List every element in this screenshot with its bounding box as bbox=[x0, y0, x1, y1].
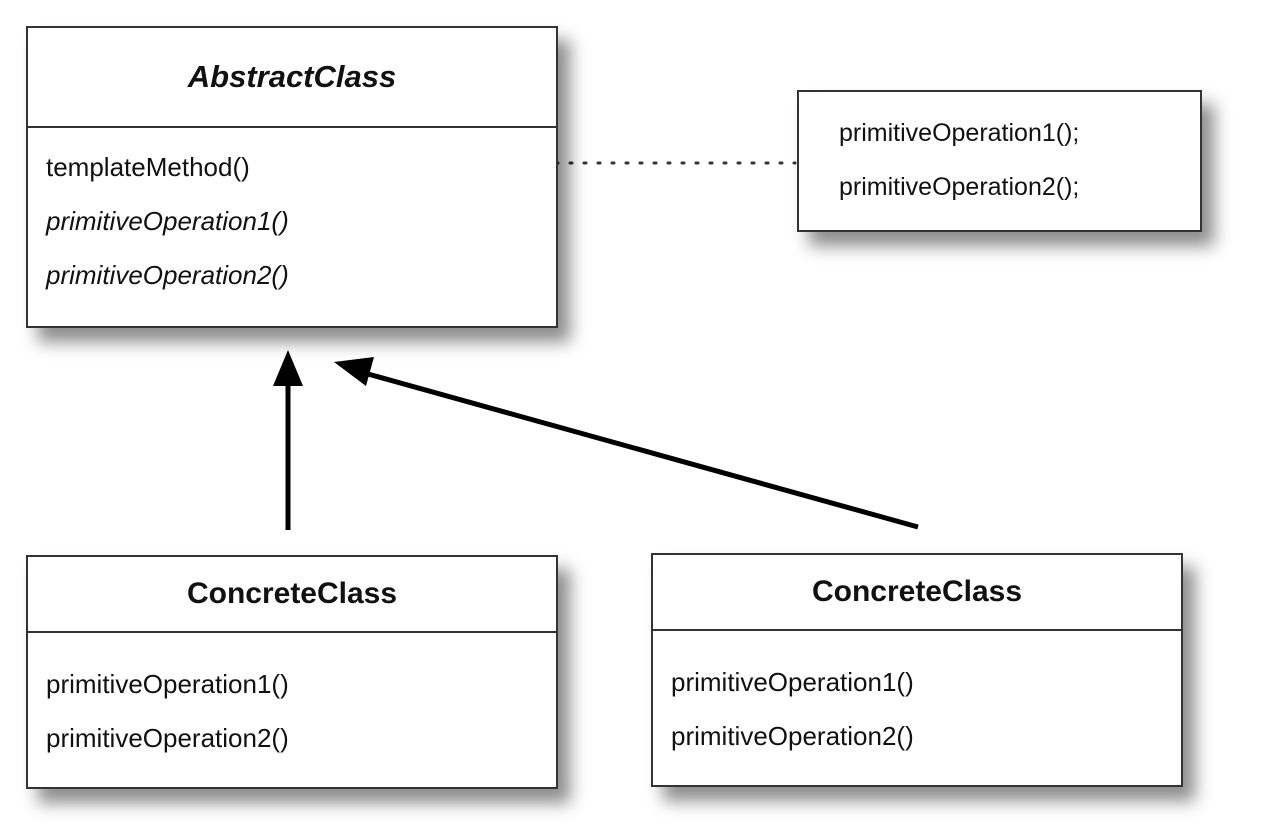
concrete-class-right-box: ConcreteClass primitiveOperation1() prim… bbox=[651, 553, 1183, 787]
concrete-class-left-box: ConcreteClass primitiveOperation1() prim… bbox=[26, 555, 558, 789]
abstract-class-name: AbstractClass bbox=[28, 28, 556, 128]
operation-primitive-2: primitiveOperation2() bbox=[46, 260, 289, 290]
concrete-class-name: ConcreteClass bbox=[653, 555, 1181, 631]
concrete-class-operations: primitiveOperation1() primitiveOperation… bbox=[653, 631, 1181, 763]
note-line: primitiveOperation1(); bbox=[839, 119, 1080, 147]
template-method-note: primitiveOperation1(); primitiveOperatio… bbox=[797, 90, 1202, 232]
note-lines: primitiveOperation1(); primitiveOperatio… bbox=[799, 92, 1200, 214]
inheritance-arrow-right-shaft bbox=[367, 371, 919, 530]
concrete-class-operations: primitiveOperation1() primitiveOperation… bbox=[28, 633, 556, 765]
operation-template-method: templateMethod() bbox=[46, 152, 250, 182]
note-line: primitiveOperation2(); bbox=[839, 173, 1080, 201]
inheritance-arrow-left-head bbox=[273, 350, 303, 386]
operation-primitive-1: primitiveOperation1() bbox=[671, 667, 914, 697]
abstract-class-operations: templateMethod() primitiveOperation1() p… bbox=[28, 128, 556, 302]
concrete-class-name: ConcreteClass bbox=[28, 557, 556, 633]
operation-primitive-2: primitiveOperation2() bbox=[671, 721, 914, 751]
operation-primitive-1: primitiveOperation1() bbox=[46, 669, 289, 699]
abstract-class-box: AbstractClass templateMethod() primitive… bbox=[26, 26, 558, 328]
operation-primitive-1: primitiveOperation1() bbox=[46, 206, 289, 236]
inheritance-arrow-right-head bbox=[334, 357, 374, 386]
operation-primitive-2: primitiveOperation2() bbox=[46, 723, 289, 753]
